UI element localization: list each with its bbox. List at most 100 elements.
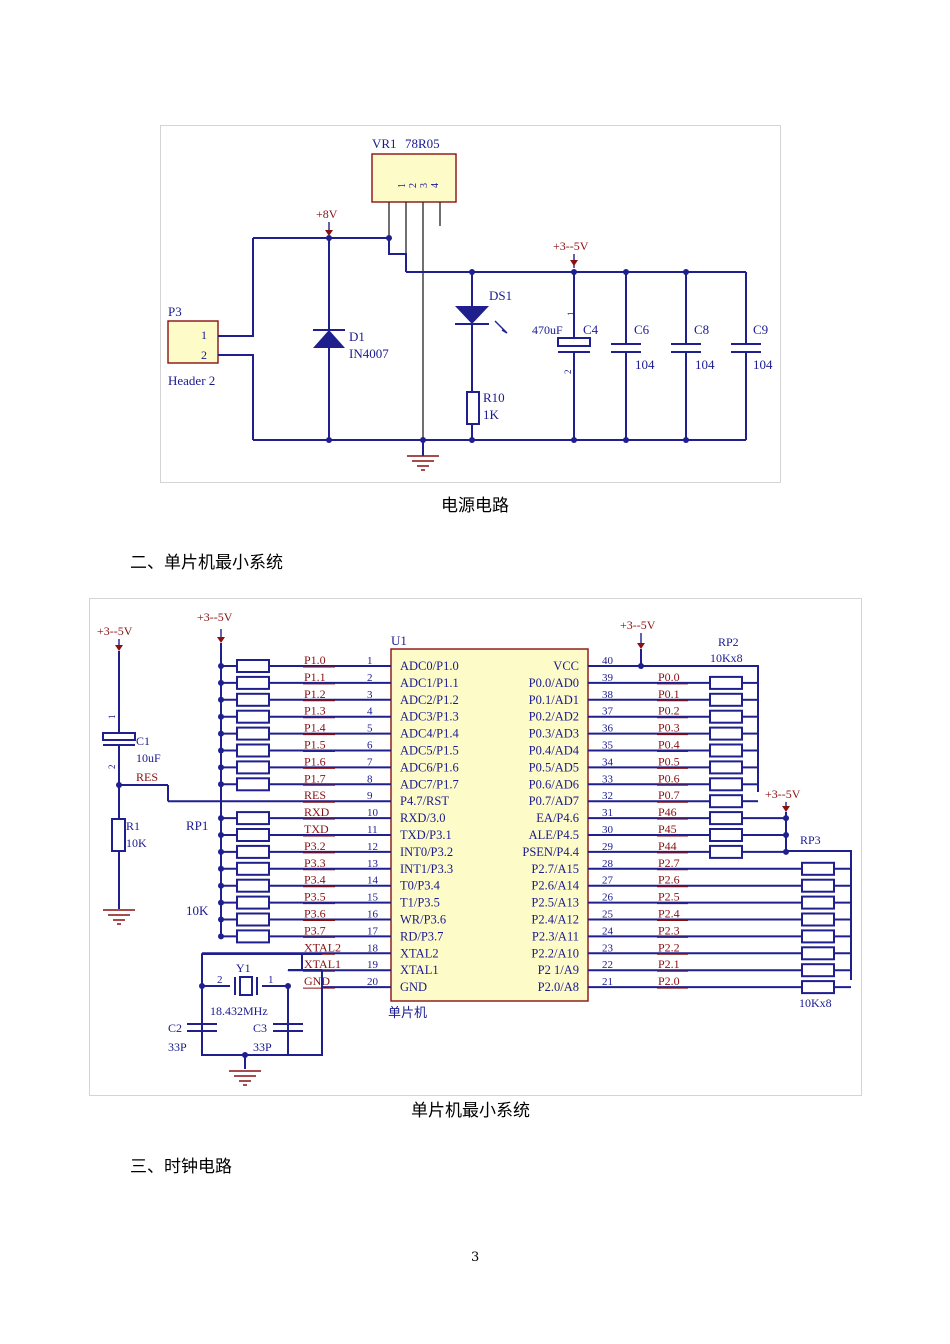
left-pin-name: RXD/3.0 <box>400 811 446 825</box>
left-pin-number: 10 <box>367 807 379 819</box>
left-net-label: P1.3 <box>304 704 326 718</box>
chip-name: 单片机 <box>388 1005 427 1020</box>
c9-ref: C9 <box>753 322 768 337</box>
left-pin-name: TXD/P3.1 <box>400 828 452 842</box>
right-pin-number: 32 <box>602 790 613 802</box>
rp3-element <box>801 929 835 944</box>
r10-ref: R10 <box>483 390 505 405</box>
ground-symbol <box>407 455 439 471</box>
right-pin-name: PSEN/P4.4 <box>522 845 579 859</box>
p4-pullup <box>709 844 743 859</box>
vr1-ref: VR1 <box>372 136 397 151</box>
right-net-label: P0.2 <box>658 704 680 718</box>
ds1-symbol <box>455 306 489 324</box>
left-net-label: RES <box>304 788 326 802</box>
left-net-label: P3.7 <box>304 923 326 937</box>
c6-ref: C6 <box>634 322 650 337</box>
rp1-element <box>236 811 270 826</box>
plus5b-label: +3--5V <box>97 624 133 638</box>
power-schematic: VR1 78R05 1 2 3 4 +8V P3 1 2 Header 2 D1… <box>167 136 773 471</box>
right-pin-name: P2.2/A10 <box>531 946 579 960</box>
rp1-element <box>236 760 270 775</box>
right-net-label: P2.2 <box>658 940 680 954</box>
ground-symbol <box>103 909 135 925</box>
p3-body <box>167 320 219 364</box>
right-pin-number: 40 <box>602 655 614 667</box>
junction <box>571 437 577 443</box>
p3-wires <box>218 238 254 440</box>
section-heading-2: 二、单片机最小系统 <box>130 553 283 573</box>
left-net-label: XTAL1 <box>304 957 341 971</box>
left-net-label: XTAL2 <box>304 940 341 954</box>
right-pin-number: 38 <box>602 689 614 701</box>
c4-body <box>557 337 591 347</box>
vr1-pin4: 4 <box>430 183 441 188</box>
c4-pin2: 2 <box>563 370 573 375</box>
left-net-label: P3.3 <box>304 856 326 870</box>
plus5d-arrow <box>782 806 790 812</box>
c2-value: 33P <box>168 1040 187 1054</box>
vr1-value: 78R05 <box>405 136 440 151</box>
right-net-label: P2.1 <box>658 957 680 971</box>
y1-body <box>239 976 253 996</box>
left-net-label: P1.7 <box>304 771 326 785</box>
r1-value: 10K <box>126 836 147 850</box>
rp1-element <box>236 828 270 842</box>
right-pin-name: P2.0/A8 <box>538 980 579 994</box>
rp2-element <box>709 743 743 758</box>
c4-value: 470uF <box>532 323 563 337</box>
res-label: RES <box>136 770 158 784</box>
right-pin-name: P0.2/AD2 <box>529 710 579 724</box>
left-net-label: P1.4 <box>304 721 326 735</box>
cap-c6 <box>611 269 641 443</box>
rp2-element <box>709 794 743 809</box>
u1-body <box>390 648 589 1002</box>
left-pin-name: ADC3/P1.3 <box>400 710 459 724</box>
right-pin-number: 24 <box>602 925 614 937</box>
left-pin-number: 3 <box>367 689 373 701</box>
right-pin-number: 27 <box>602 875 614 887</box>
plus5a-label: +3--5V <box>197 610 233 624</box>
d1-ref: D1 <box>349 329 365 344</box>
ds1-ref: DS1 <box>489 288 512 303</box>
p4-pullup <box>709 828 743 842</box>
plus5c-label: +3--5V <box>620 618 656 632</box>
c2-c3-plates <box>187 1023 303 1032</box>
right-pin-name: P0.0/AD0 <box>529 676 579 690</box>
right-pin-name: P2.4/A12 <box>531 913 579 927</box>
left-pin-name: T1/P3.5 <box>400 896 440 910</box>
right-pin-number: 30 <box>602 824 614 836</box>
rp1-element <box>236 912 270 927</box>
left-pin-name: INT1/P3.3 <box>400 862 453 876</box>
right-net-label: P2.5 <box>658 890 680 904</box>
vr1-pin2: 2 <box>408 183 419 188</box>
rp1-element <box>236 895 270 910</box>
right-net-label: P45 <box>658 822 677 836</box>
right-net-label: P2.0 <box>658 974 680 988</box>
p4-pullup <box>709 811 743 826</box>
u1-ref: U1 <box>391 633 407 648</box>
right-pin-name: P0.6/AD6 <box>529 777 579 791</box>
right-net-label: P0.3 <box>658 721 680 735</box>
plus5d-label: +3--5V <box>765 787 801 801</box>
right-pin-number: 21 <box>602 976 613 988</box>
left-pin-name: ADC1/P1.1 <box>400 676 459 690</box>
right-pin-number: 33 <box>602 773 614 785</box>
c3-ref: C3 <box>253 1021 267 1035</box>
right-pin-name: P2.3/A11 <box>532 929 579 943</box>
